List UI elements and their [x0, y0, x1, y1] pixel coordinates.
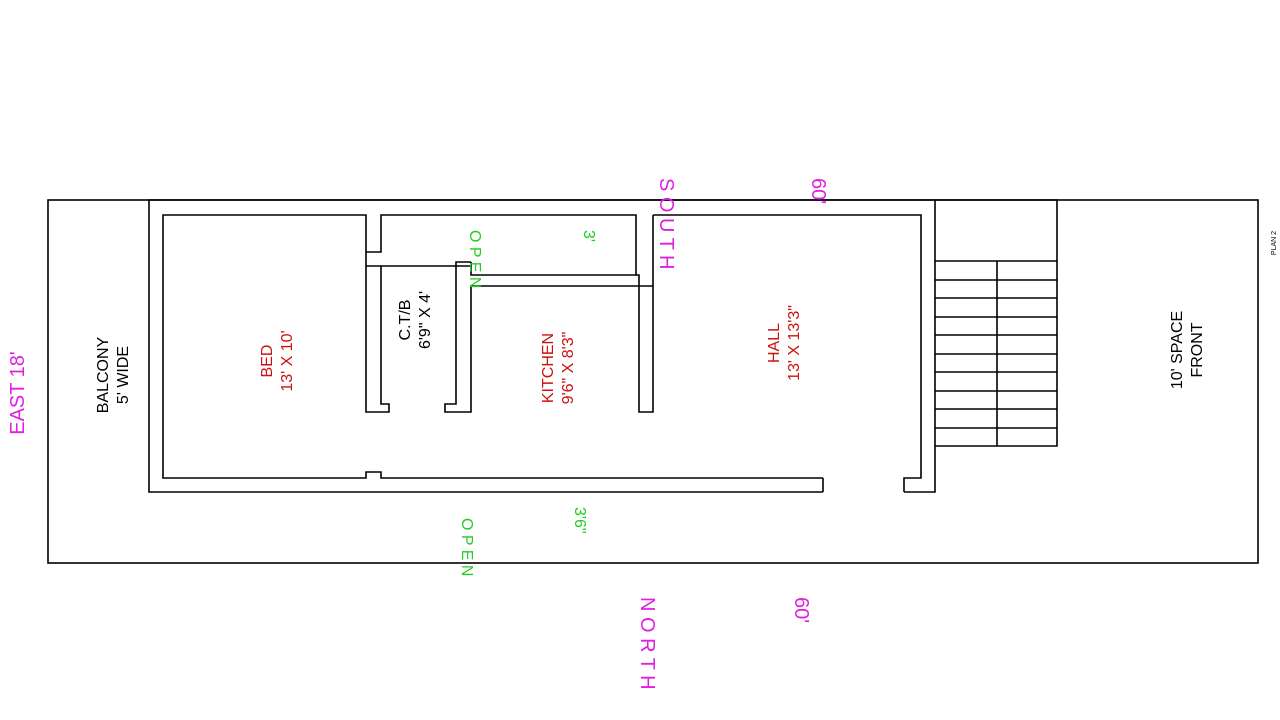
- balcony-line2: 5' WIDE: [115, 346, 132, 404]
- bed-name: BED: [259, 345, 276, 378]
- ctb-top-wall: [366, 261, 472, 267]
- ctb-name: C.T/B: [397, 300, 414, 341]
- north-label: N O R T H: [636, 597, 658, 690]
- north-dimension: 60': [790, 597, 812, 623]
- ctb-size: 6'9" X 4': [417, 291, 434, 349]
- balcony-line1: BALCONY: [95, 336, 112, 413]
- hall-name: HALL: [766, 323, 783, 363]
- open-bottom-label: O P E N: [458, 518, 475, 576]
- south-label: S O U T H: [655, 178, 677, 270]
- open-top-dimension: 3': [580, 230, 597, 242]
- south-dimension: 60': [807, 178, 829, 204]
- kitchen-name: KITCHEN: [540, 333, 557, 403]
- open-top-label: O P E N: [466, 230, 483, 288]
- building-inner-wall: [162, 214, 922, 492]
- kitchen-size: 9'6" X 8'3": [560, 332, 577, 405]
- hall-size: 13' X 13'3": [786, 305, 803, 381]
- front-line1: 10' SPACE: [1169, 311, 1186, 389]
- plan-tag: PLAN 2: [1271, 231, 1278, 255]
- east-label: EAST 18': [7, 351, 29, 435]
- kitchen-hall-wall: [636, 215, 654, 413]
- open-bottom-dimension: 3'6": [571, 507, 588, 534]
- building-outer-wall: [148, 199, 936, 493]
- bed-size: 13' X 10': [279, 330, 296, 391]
- staircase-steps: [935, 260, 1057, 429]
- front-line2: FRONT: [1189, 322, 1206, 377]
